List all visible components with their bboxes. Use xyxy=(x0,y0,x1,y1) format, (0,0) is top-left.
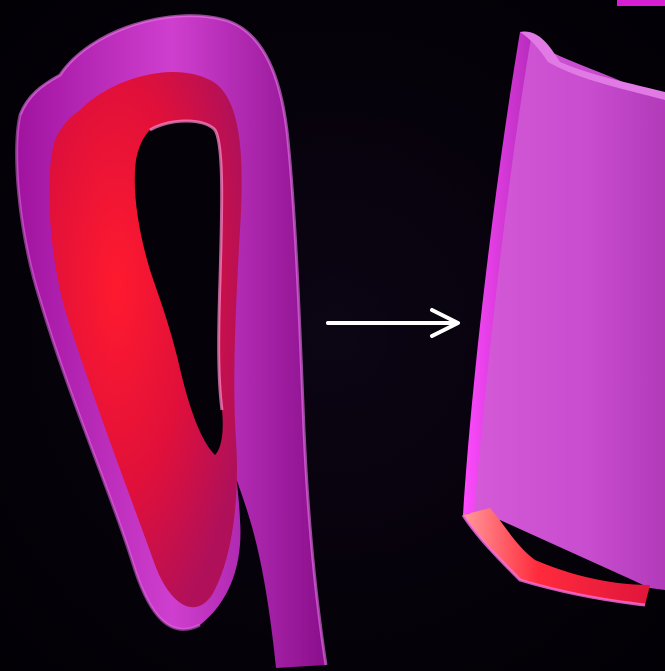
right-arrow xyxy=(328,310,458,336)
curved-fold-shape xyxy=(17,16,326,668)
sheet-face xyxy=(470,40,665,590)
flattened-sheet-shape xyxy=(463,32,665,605)
